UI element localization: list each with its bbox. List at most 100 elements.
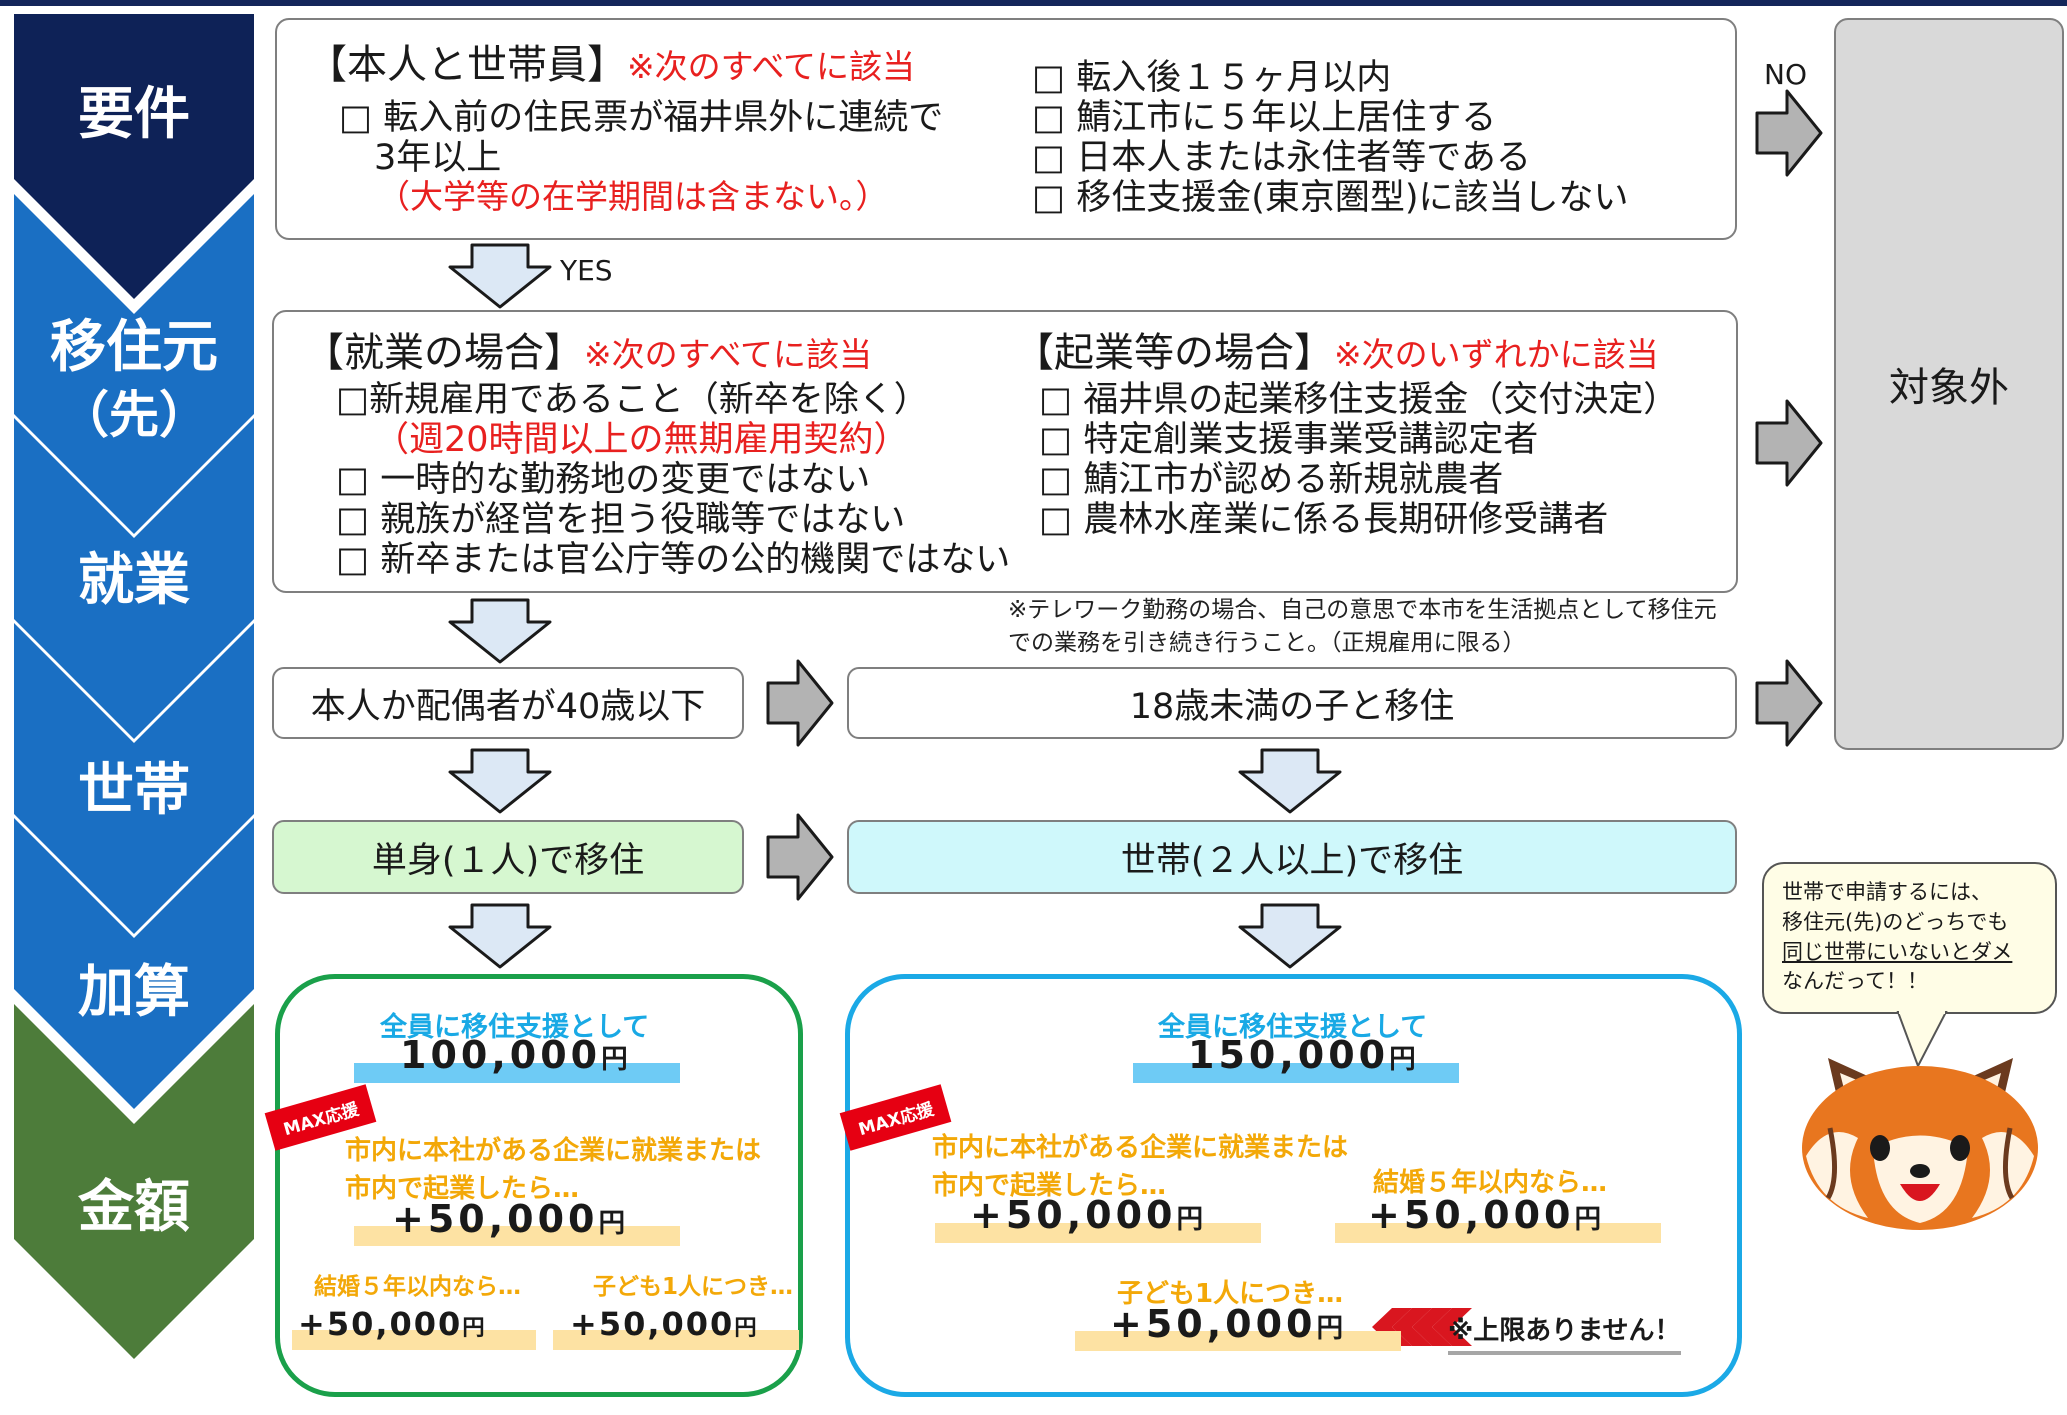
startup-item-3: □ 鯖江市が認める新規就農者 [1039,460,1504,500]
req-item-left-2: 3年以上 [339,138,502,178]
family-child-label: 子ども1人につき… [1117,1279,1344,1309]
single-base-label: 全員に移住支援として [380,1012,650,1043]
single-hq-label: 市内に本社がある企業に就業または 市内で起業したら… [345,1133,761,1208]
label-requirements: 要件 [78,82,190,147]
req-item-left-1: □ 転入前の住民票が福井県外に連続で [339,98,944,138]
yen-unit: 円 [598,1208,626,1239]
family-hq-label-line1: 市内に本社がある企業に就業または [932,1133,1349,1163]
child-condition: 18歳未満の子と移住 [847,667,1737,739]
yen-unit: 円 [1574,1204,1602,1235]
right-arrow-child-no [1755,659,1823,747]
req-item-right-1: □ 転入後１５ヶ月以内 [1032,58,1392,98]
yen-unit: 円 [462,1315,485,1341]
chevron-requirements [14,14,254,299]
right-arrow-employment-no [1755,399,1823,487]
age-condition: 本人か配偶者が40歳以下 [272,667,744,739]
single-child-amount: +50,000円 [570,1305,757,1343]
telework-note-line2: での業務を引き続き行うこと。（正規雇用に限る） [1008,630,1526,657]
yen-unit: 円 [601,1044,628,1075]
label-addition: 加算 [78,960,190,1025]
requirements-title-text: 【本人と世帯員】 [307,42,627,88]
telework-note: ※テレワーク勤務の場合、自己の意思で本市を生活拠点として移住元 での業務を引き続… [1008,594,1717,661]
single-child-value: +50,000 [570,1305,735,1343]
single-hq-value: +50,000 [392,1197,599,1241]
single-child-label: 子ども1人につき… [593,1274,794,1300]
family-child-amount: +50,000円 [1110,1302,1343,1346]
speech-line1: 世帯で申請するには、 [1782,880,1992,904]
down-arrow-yes [448,243,552,309]
red-panda-mascot-icon [1802,1058,2038,1230]
job-item-2: □ 一時的な勤務地の変更ではない [336,460,871,500]
single-marriage-highlight [292,1330,536,1350]
family-base-highlight [1133,1063,1459,1083]
job-item-1: □新規雇用であること（新卒を除く） [336,380,929,420]
label-employment: 就業 [78,548,190,613]
single-hq-amount: +50,000円 [392,1197,625,1241]
single-child-highlight [553,1330,799,1350]
job-title: 【就業の場合】※次のすべてに該当 [304,320,872,378]
yen-unit: 円 [1176,1204,1204,1235]
yen-unit: 円 [1389,1044,1416,1075]
startup-title-text: 【起業等の場合】 [1014,330,1334,376]
req-item-right-3: □ 日本人または永住者等である [1032,138,1531,178]
chevron-origin-employment-household [14,194,254,1109]
family-move: 世帯(２人以上)で移住 [847,820,1737,894]
family-hq-highlight [935,1223,1261,1243]
down-arrow-age [448,748,552,814]
telework-note-line1: ※テレワーク勤務の場合、自己の意思で本市を生活拠点として移住元 [1008,597,1717,623]
down-arrow-single [448,903,552,969]
single-move: 単身(１人)で移住 [272,820,744,894]
single-hq-label-line1: 市内に本社がある企業に就業または [345,1136,762,1166]
single-hq-label-line2: 市内で起業したら… [345,1173,580,1204]
startup-item-1: □ 福井県の起業移住支援金（交付決定） [1039,380,1679,420]
chevron-amount [14,1004,254,1359]
label-household: 世帯 [78,758,190,823]
down-arrow-employment [448,598,552,664]
job-title-text: 【就業の場合】 [304,330,584,376]
speech-bubble: 世帯で申請するには、 移住元(先)のどっちでも 同じ世帯にいないとダメ なんだっ… [1762,862,2057,1014]
family-base-value: 150,000 [1188,1033,1390,1077]
req-item-right-4: □ 移住支援金(東京圏型)に該当しない [1032,178,1629,218]
single-marriage-label: 結婚５年以内なら… [314,1274,521,1300]
single-base-value: 100,000 [400,1033,602,1077]
family-base-label: 全員に移住支援として [1158,1012,1428,1043]
right-arrow-no [1755,89,1823,177]
requirements-title-note: ※次のすべてに該当 [627,47,916,86]
single-base-amount: 100,000円 [400,1033,628,1077]
family-marriage-highlight [1335,1223,1661,1243]
family-amount-panel [845,974,1742,1397]
job-item-4: □ 新卒または官公庁等の公的機関ではない [336,540,1011,580]
family-hq-label: 市内に本社がある企業に就業または 市内で起業したら… [932,1130,1348,1205]
step-chevron-column [14,14,254,1359]
speech-line2: 移住元(先)のどっちでも [1782,909,2009,934]
single-hq-highlight [354,1226,680,1246]
no-limit-note: ※上限ありません！ [1448,1310,1681,1355]
job-item-3: □ 親族が経営を担う役職等ではない [336,500,906,540]
startup-title: 【起業等の場合】※次のいずれかに該当 [1014,320,1659,378]
label-origin-line1: 移住元 [50,315,218,380]
top-border [0,0,2067,6]
speech-bubble-tail [1896,1010,1948,1069]
excluded-box: 対象外 [1834,18,2064,750]
family-child-value: +50,000 [1110,1302,1317,1346]
chevron-marker-4 [1432,1308,1472,1346]
yes-label: YES [560,254,613,287]
single-marriage-amount: +50,000円 [298,1305,485,1343]
family-child-highlight [1075,1331,1401,1351]
startup-title-note: ※次のいずれかに該当 [1334,335,1659,374]
family-base-amount: 150,000円 [1188,1033,1416,1077]
yen-unit: 円 [1316,1313,1344,1344]
startup-item-4: □ 農林水産業に係る長期研修受講者 [1039,500,1609,540]
single-amount-panel [275,974,803,1397]
employment-box: 【就業の場合】※次のすべてに該当 □新規雇用であること（新卒を除く） （週20時… [272,310,1738,593]
right-arrow-age-no [766,659,834,747]
requirements-title: 【本人と世帯員】※次のすべてに該当 [307,32,915,90]
startup-item-2: □ 特定創業支援事業受講認定者 [1039,420,1539,460]
label-origin-line2: （先） [59,386,209,445]
family-marriage-label: 結婚５年以内なら… [1373,1168,1608,1198]
requirements-box: 【本人と世帯員】※次のすべてに該当 □ 転入前の住民票が福井県外に連続で 3年以… [275,18,1737,240]
label-amount: 金額 [78,1175,190,1240]
family-hq-value: +50,000 [970,1193,1177,1237]
job-sub-note: （週20時間以上の無期雇用契約） [374,420,909,460]
